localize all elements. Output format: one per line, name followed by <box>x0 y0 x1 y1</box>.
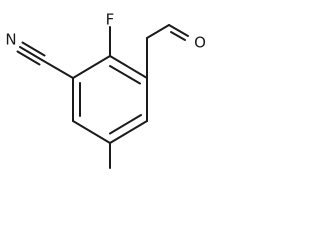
nitrile-triple-bond <box>16 41 46 66</box>
aldehyde-oxygen-label: O <box>194 34 206 52</box>
carbonyl-double-bond <box>168 24 189 41</box>
ring-bond <box>109 55 148 79</box>
ring-bond <box>109 120 148 144</box>
aldehyde-ch-bond <box>146 24 170 39</box>
nitrile-nitrogen-label: N <box>5 31 16 49</box>
ring-bond <box>72 120 111 144</box>
ring-inner-double-bond <box>109 114 142 135</box>
ring-inner-double-bond <box>109 65 141 85</box>
chemical-structure-diagram: F N O <box>5 11 206 169</box>
fluorine-label: F <box>106 11 115 29</box>
benzene-ring <box>72 55 148 144</box>
c-c-nitrile-bond <box>41 59 74 79</box>
ring-bond <box>72 55 111 79</box>
